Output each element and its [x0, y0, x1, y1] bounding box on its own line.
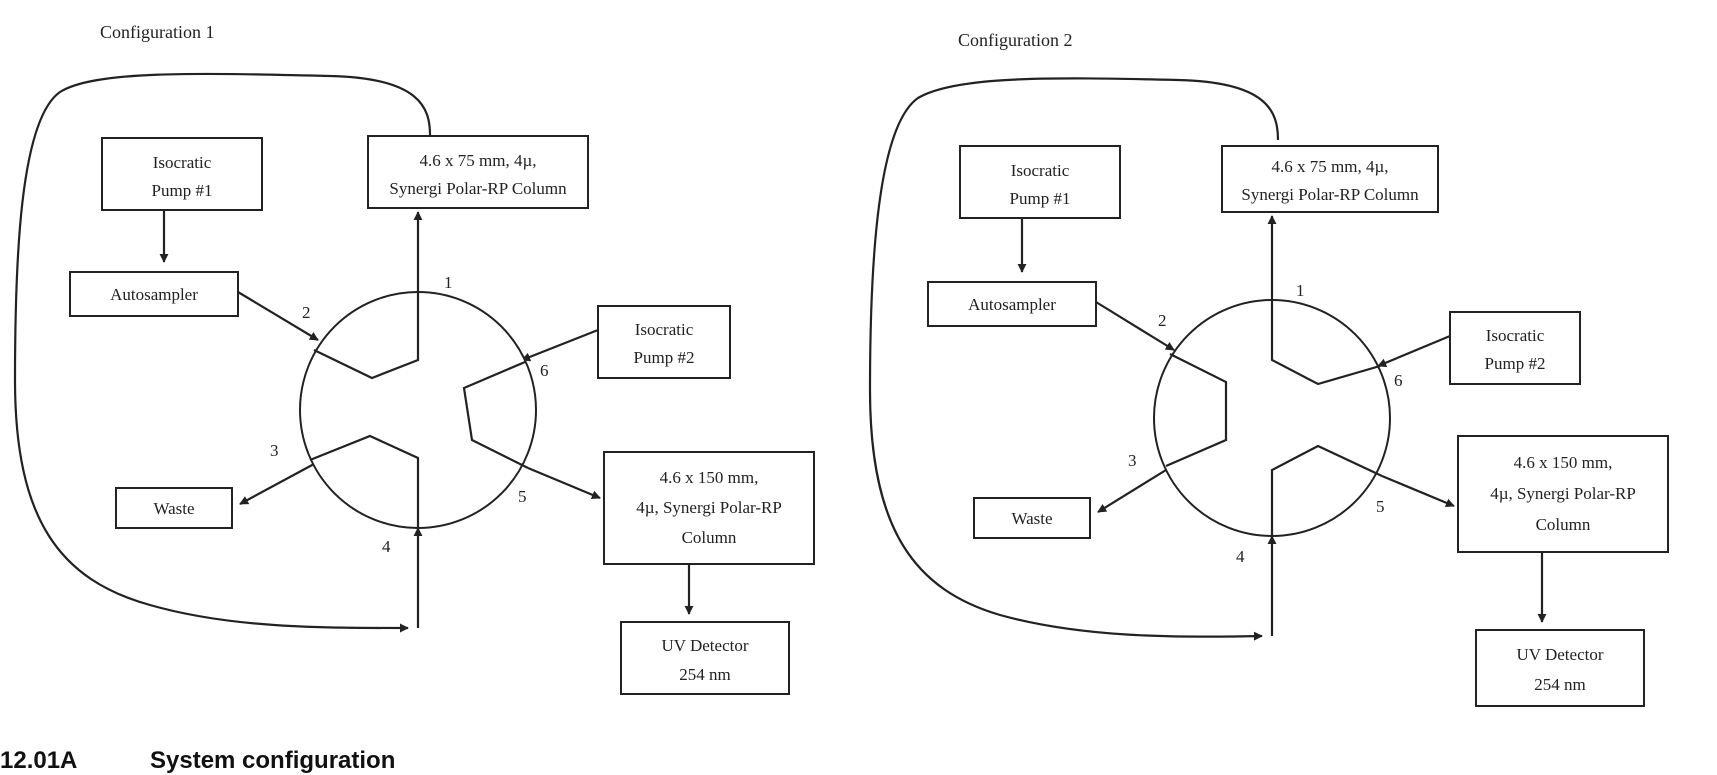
port-5-to-column-line — [527, 466, 601, 500]
valve-path-2-3 — [1165, 353, 1228, 468]
port-3-to-waste-line-2 — [1097, 469, 1167, 513]
six-port-valve: 1 2 3 4 5 6 — [270, 273, 549, 556]
port-5-label-2: 5 — [1376, 497, 1385, 516]
uv-detector-box-2: UV Detector 254 nm — [1475, 629, 1645, 707]
isocratic-pump-2-box: Isocratic Pump #2 — [597, 305, 731, 379]
port-6-label-2: 6 — [1394, 371, 1403, 390]
valve-path-3-4 — [309, 434, 420, 528]
detector-label-line-1-2: UV Detector — [1516, 645, 1603, 664]
configuration-2-title: Configuration 2 — [958, 30, 1073, 50]
port-1-label-2: 1 — [1296, 281, 1305, 300]
column-75mm-label-line-2-2: Synergi Polar-RP Column — [1241, 185, 1419, 204]
autosampler-box: Autosampler — [69, 271, 239, 317]
column-75mm-label-line-1: 4.6 x 75 mm, 4µ, — [420, 151, 537, 170]
column-75mm-box-2: 4.6 x 75 mm, 4µ, Synergi Polar-RP Column — [1221, 145, 1439, 213]
column-150mm-box: 4.6 x 150 mm, 4µ, Synergi Polar-RP Colum… — [603, 451, 815, 565]
column-75mm-label-line-2: Synergi Polar-RP Column — [389, 179, 567, 198]
port-4-label-2: 4 — [1236, 547, 1245, 566]
isocratic-pump-2-box-2: Isocratic Pump #2 — [1449, 311, 1581, 385]
detector-label-line-2-2: 254 nm — [1534, 675, 1585, 694]
pump-2-label-line-1-2: Isocratic — [1486, 326, 1545, 345]
valve-path-1-6 — [1270, 300, 1381, 386]
column-150mm-label-line-3: Column — [682, 528, 737, 547]
waste-label-2: Waste — [1011, 509, 1052, 528]
caption-number: 12.01A — [0, 747, 77, 774]
pump-2-to-port-6-line — [521, 328, 599, 362]
pump-1-label-line-1: Isocratic — [153, 153, 212, 172]
bypass-loop-line-2 — [868, 77, 1280, 641]
pump-1-label-line-2: Pump #1 — [152, 181, 213, 200]
waste-box: Waste — [115, 487, 233, 529]
column-150mm-label-line-3-2: Column — [1536, 515, 1591, 534]
configuration-1: Configuration 1 Isocratic Pump #1 Autosa… — [13, 22, 815, 695]
isocratic-pump-1-box-2: Isocratic Pump #1 — [959, 145, 1121, 219]
valve-path-6-5 — [462, 360, 529, 469]
isocratic-pump-1-box: Isocratic Pump #1 — [101, 137, 263, 211]
autosampler-to-port-2-line-2 — [1095, 301, 1175, 351]
autosampler-label: Autosampler — [110, 285, 198, 304]
autosampler-box-2: Autosampler — [927, 281, 1097, 327]
column-75mm-box: 4.6 x 75 mm, 4µ, Synergi Polar-RP Column — [367, 135, 589, 209]
column-150mm-label-line-2: 4µ, Synergi Polar-RP — [636, 498, 782, 517]
port-5-to-column-line-2 — [1381, 474, 1455, 508]
waste-box-2: Waste — [973, 497, 1091, 539]
caption-text: System configuration — [150, 747, 395, 774]
pump-2-to-port-6-line-2 — [1377, 334, 1451, 368]
port-3-to-waste-line — [239, 463, 315, 505]
autosampler-to-port-2-line — [237, 291, 319, 341]
six-port-valve-2: 1 2 3 4 5 6 — [1128, 281, 1403, 566]
configuration-1-title: Configuration 1 — [100, 22, 215, 42]
configuration-2: Configuration 2 Isocratic Pump #1 Autosa… — [868, 30, 1669, 707]
port-1-label: 1 — [444, 273, 453, 292]
valve-path-2-1 — [313, 292, 420, 380]
port-6-label: 6 — [540, 361, 549, 380]
valve-path-4-5 — [1270, 444, 1383, 536]
port-4-label: 4 — [382, 537, 391, 556]
column-150mm-label-line-1: 4.6 x 150 mm, — [660, 468, 759, 487]
detector-label-line-2: 254 nm — [679, 665, 730, 684]
pump-2-label-line-2: Pump #2 — [634, 348, 695, 367]
pump-1-label-line-2-2: Pump #1 — [1010, 189, 1071, 208]
column-150mm-label-line-2-2: 4µ, Synergi Polar-RP — [1490, 484, 1636, 503]
pump-2-label-line-1: Isocratic — [635, 320, 694, 339]
port-2-label-2: 2 — [1158, 311, 1167, 330]
port-2-label: 2 — [302, 303, 311, 322]
figure-caption: 12.01A System configuration — [0, 747, 395, 774]
port-5-label: 5 — [518, 487, 527, 506]
uv-detector-box: UV Detector 254 nm — [620, 621, 790, 695]
port-3-label: 3 — [270, 441, 279, 460]
pump-2-label-line-2-2: Pump #2 — [1485, 354, 1546, 373]
port-3-label-2: 3 — [1128, 451, 1137, 470]
column-75mm-label-line-1-2: 4.6 x 75 mm, 4µ, — [1272, 157, 1389, 176]
bypass-loop-line — [13, 72, 432, 633]
column-150mm-box-2: 4.6 x 150 mm, 4µ, Synergi Polar-RP Colum… — [1457, 435, 1669, 553]
detector-label-line-1: UV Detector — [661, 636, 748, 655]
pump-1-label-line-1-2: Isocratic — [1011, 161, 1070, 180]
column-150mm-label-line-1-2: 4.6 x 150 mm, — [1514, 453, 1613, 472]
autosampler-label-2: Autosampler — [968, 295, 1056, 314]
waste-label: Waste — [153, 499, 194, 518]
